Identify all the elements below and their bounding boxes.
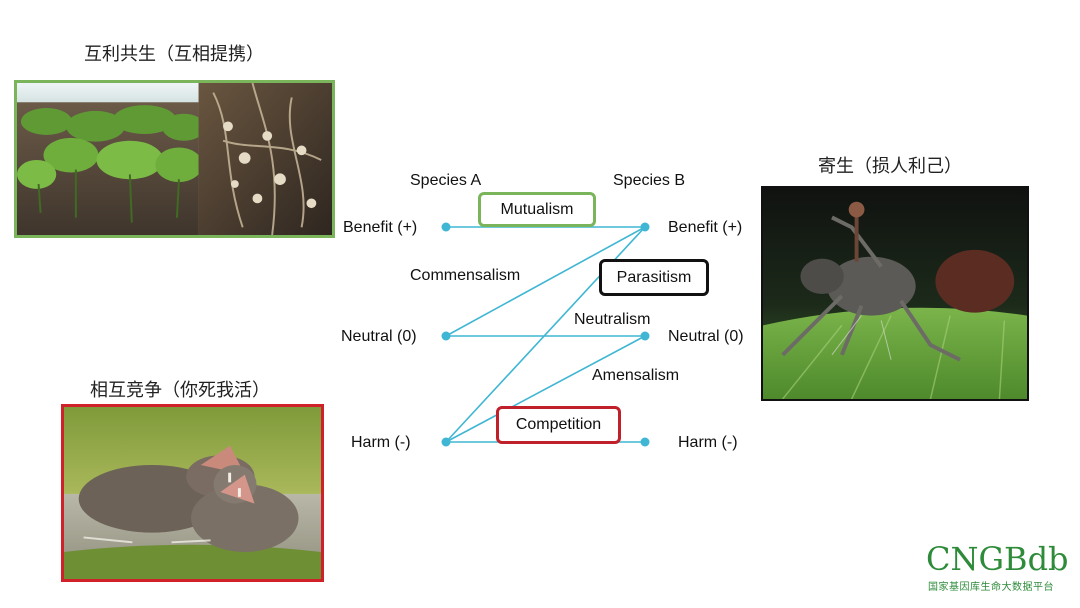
neutralism-label: Neutralism bbox=[574, 311, 651, 328]
left-harm-label: Harm (-) bbox=[351, 434, 411, 451]
dot-b-neutral bbox=[640, 331, 650, 341]
competition-box: Competition bbox=[496, 406, 621, 444]
right-neutral-label: Neutral (0) bbox=[668, 328, 744, 345]
parasitism-caption: 寄生（损人利己） bbox=[818, 156, 962, 177]
ant-fungus-photo bbox=[761, 186, 1029, 401]
dot-a-benefit bbox=[441, 222, 451, 232]
dot-b-benefit bbox=[640, 222, 650, 232]
hippo-photo bbox=[61, 404, 324, 582]
soybean-photo bbox=[14, 80, 335, 238]
amensalism-label: Amensalism bbox=[592, 367, 680, 384]
competition-label: Competition bbox=[515, 416, 602, 433]
left-benefit-label: Benefit (+) bbox=[343, 219, 418, 236]
mutualism-label: Mutualism bbox=[500, 200, 574, 218]
competition-caption: 相互竞争（你死我活） bbox=[90, 380, 270, 401]
cngbdb-logo-subtitle: 国家基因库生命大数据平台 bbox=[928, 582, 1054, 593]
species-b-label: Species B bbox=[613, 172, 686, 189]
mutualism-caption: 互利共生（互相提携） bbox=[84, 44, 264, 65]
dot-a-harm bbox=[441, 437, 451, 447]
commensalism-label: Commensalism bbox=[410, 267, 521, 284]
dot-b-harm bbox=[640, 437, 650, 447]
species-a-label: Species A bbox=[410, 172, 482, 189]
parasitism-label: Parasitism bbox=[616, 268, 692, 286]
right-benefit-label: Benefit (+) bbox=[668, 219, 743, 236]
cngbdb-logo: CNGBdb bbox=[926, 540, 1069, 578]
mutualism-box: Mutualism bbox=[478, 192, 596, 227]
right-harm-label: Harm (-) bbox=[678, 434, 738, 451]
parasitism-box: Parasitism bbox=[599, 259, 709, 296]
left-neutral-label: Neutral (0) bbox=[341, 328, 417, 345]
dot-a-neutral bbox=[441, 331, 451, 341]
